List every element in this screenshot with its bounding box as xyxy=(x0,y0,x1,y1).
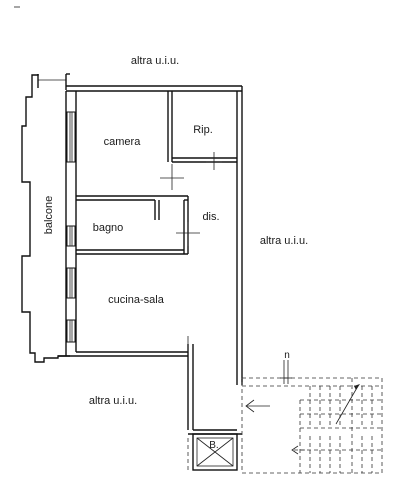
label-dis: dis. xyxy=(202,211,219,223)
label-balcone: balcone xyxy=(43,196,55,235)
section-markers xyxy=(160,152,222,352)
window-cucina-2 xyxy=(66,319,76,343)
label-n: n xyxy=(284,350,290,361)
label-cucina-sala: cucina-sala xyxy=(108,294,165,306)
window-camera xyxy=(66,111,76,163)
label-altra-bottom: altra u.i.u. xyxy=(89,395,137,407)
label-altra-top: altra u.i.u. xyxy=(131,55,179,67)
shaft-box xyxy=(187,433,238,472)
label-b: B. xyxy=(209,440,218,451)
label-rip: Rip. xyxy=(193,124,213,136)
stairwell xyxy=(241,360,383,474)
apartment-walls xyxy=(58,73,243,435)
balcone-area xyxy=(21,74,70,363)
label-altra-right: altra u.i.u. xyxy=(260,235,308,247)
label-camera: camera xyxy=(104,136,142,148)
label-bagno: bagno xyxy=(93,222,124,234)
dashed-arrow-icon xyxy=(291,445,306,455)
stair-arrow-head xyxy=(354,384,360,390)
stair-direction-line xyxy=(335,385,359,425)
window-cucina-1 xyxy=(66,267,76,299)
entrance-arrow-icon xyxy=(245,399,270,413)
window-bagno xyxy=(66,225,76,247)
internal-walls xyxy=(76,91,237,255)
